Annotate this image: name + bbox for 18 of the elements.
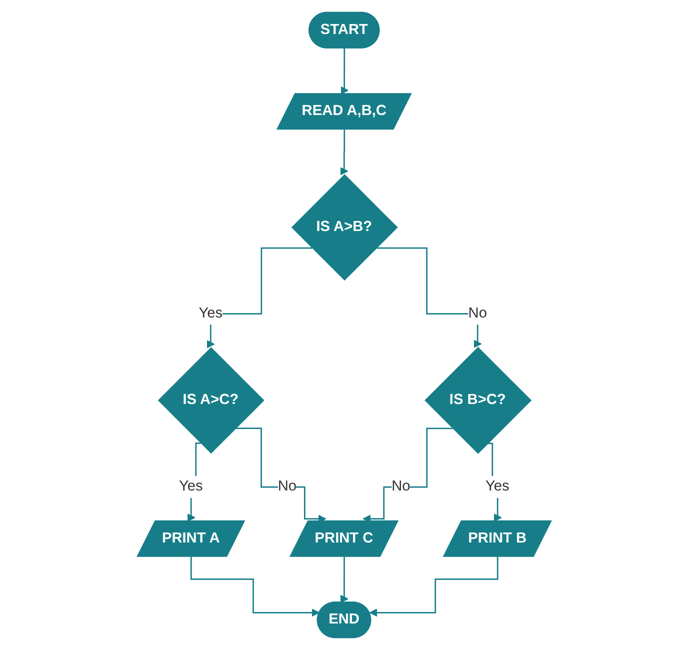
arrow	[340, 556, 348, 603]
edge-label: Yes	[198, 306, 222, 322]
arrow	[206, 247, 312, 348]
edge-label: No	[468, 306, 487, 322]
arrow	[376, 247, 482, 348]
arrow	[187, 442, 201, 522]
arrow	[487, 442, 502, 522]
node-diamond: IS A>C?	[158, 347, 264, 454]
arrow	[340, 128, 348, 176]
edge-label: No	[278, 478, 296, 494]
node-diamond: IS B>C?	[424, 346, 532, 454]
arrow	[369, 556, 498, 617]
node-diamond: IS A>B?	[291, 174, 398, 281]
edge-label: Yes	[178, 478, 203, 494]
arrow	[340, 48, 348, 94]
edge-label: Yes	[485, 478, 510, 494]
arrow	[190, 556, 320, 617]
edge-label: No	[391, 478, 410, 494]
